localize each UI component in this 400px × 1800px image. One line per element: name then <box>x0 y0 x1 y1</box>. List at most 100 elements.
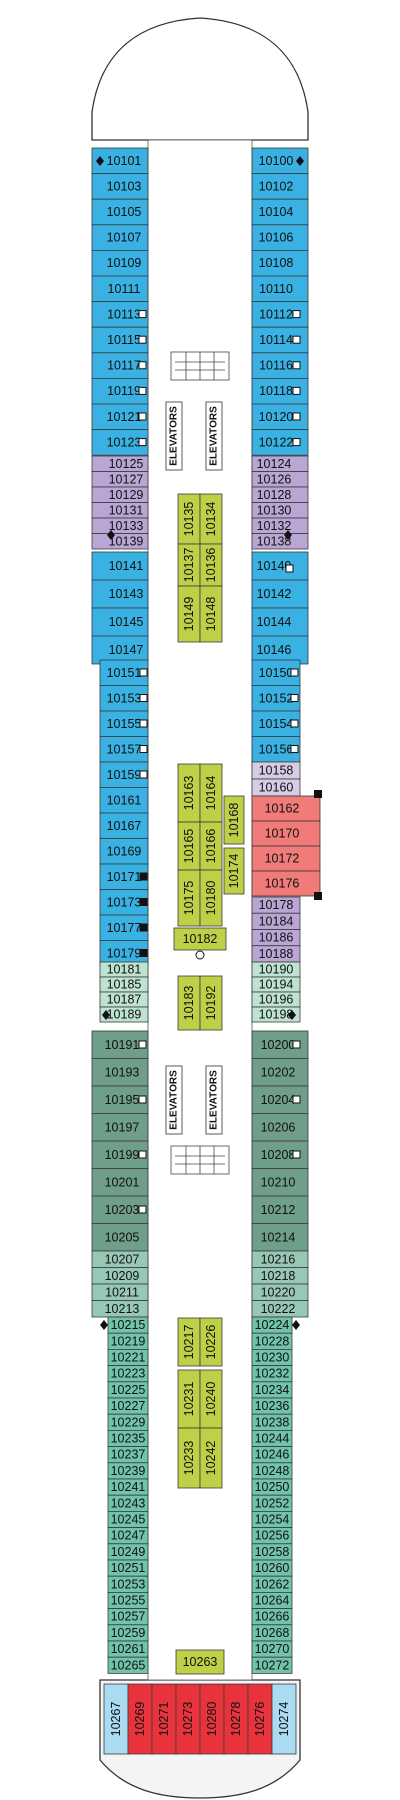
cabin-label-10131: 10131 <box>109 503 144 517</box>
cabin-label-10193: 10193 <box>105 1065 140 1079</box>
cabin-10202[interactable] <box>251 1058 309 1087</box>
cabin-label-10121: 10121 <box>107 410 142 424</box>
cabin-label-10107: 10107 <box>107 231 142 245</box>
cabin-10263[interactable] <box>175 1649 225 1675</box>
cabin-label-10149: 10149 <box>182 597 196 632</box>
cabin-label-10175: 10175 <box>182 881 196 916</box>
cabin-10176[interactable] <box>251 870 321 897</box>
cabin-label-10255: 10255 <box>111 1594 146 1608</box>
cabin-10162[interactable] <box>251 795 321 822</box>
cabin-10198[interactable] <box>251 1006 301 1023</box>
cabin-label-10138: 10138 <box>257 534 292 548</box>
cabin-10278[interactable] <box>223 1683 249 1755</box>
cabin-label-10247: 10247 <box>111 1529 146 1543</box>
cabin-label-10148: 10148 <box>204 597 218 632</box>
cabin-10170[interactable] <box>251 820 321 847</box>
cabin-10276[interactable] <box>247 1683 273 1755</box>
cabin-10271[interactable] <box>151 1683 177 1755</box>
cabin-label-10280: 10280 <box>205 1702 219 1737</box>
marker-10138 <box>284 530 292 540</box>
cabin-label-10111: 10111 <box>108 282 141 296</box>
cabin-label-10133: 10133 <box>109 519 144 533</box>
cabin-10267[interactable] <box>103 1683 129 1755</box>
accessible-marker-10159 <box>139 770 148 779</box>
corner-marker-top <box>314 790 322 798</box>
cabin-label-10234: 10234 <box>255 1383 290 1397</box>
cabin-label-10130: 10130 <box>257 503 292 517</box>
accessible-marker-10113 <box>138 310 147 319</box>
cabin-label-10172: 10172 <box>265 852 300 866</box>
cabin-10108[interactable] <box>251 249 309 277</box>
cabin-label-10260: 10260 <box>255 1561 290 1575</box>
cabin-10195[interactable] <box>91 1085 149 1114</box>
cabin-10242[interactable] <box>199 1427 223 1489</box>
cabin-10146[interactable] <box>251 635 309 665</box>
cabin-10161[interactable] <box>99 787 149 814</box>
accessible-marker-10155 <box>139 719 148 728</box>
cabin-label-10104: 10104 <box>259 205 294 219</box>
cabin-label-10161: 10161 <box>107 793 142 807</box>
cabin-label-10185: 10185 <box>107 978 142 992</box>
cabin-10272[interactable] <box>251 1656 293 1674</box>
cabin-10174[interactable] <box>223 847 245 895</box>
cabin-10167[interactable] <box>99 812 149 839</box>
cabin-label-10254: 10254 <box>255 1513 290 1527</box>
cabin-label-10259: 10259 <box>111 1626 146 1640</box>
cabin-label-10208: 10208 <box>261 1148 296 1162</box>
cabin-label-10196: 10196 <box>259 993 294 1007</box>
cabin-label-10203: 10203 <box>105 1203 140 1217</box>
cabin-label-10206: 10206 <box>261 1120 296 1134</box>
cabin-10111[interactable] <box>91 275 149 303</box>
cabin-10105[interactable] <box>91 198 149 226</box>
cabin-label-10169: 10169 <box>107 844 142 858</box>
stairwell-aft <box>170 1145 230 1175</box>
cabin-10182[interactable] <box>173 927 227 951</box>
cabin-label-10245: 10245 <box>111 1513 146 1527</box>
cabin-10168[interactable] <box>223 795 245 845</box>
cabin-10201[interactable] <box>91 1168 149 1197</box>
cabin-label-10132: 10132 <box>257 519 292 533</box>
cabin-10116[interactable] <box>251 352 309 379</box>
cabin-10107[interactable] <box>91 224 149 251</box>
cabin-label-10120: 10120 <box>259 410 294 424</box>
cabin-10180[interactable] <box>199 869 223 927</box>
cabin-10145[interactable] <box>91 607 149 637</box>
accessible-marker-10119 <box>138 386 147 395</box>
cabin-10104[interactable] <box>251 198 309 226</box>
cabin-10189[interactable] <box>99 1006 149 1023</box>
cabin-10143[interactable] <box>91 579 149 609</box>
cabin-10214[interactable] <box>251 1223 309 1252</box>
cabin-10142[interactable] <box>251 579 309 609</box>
cabin-10147[interactable] <box>91 635 149 665</box>
cabin-10197[interactable] <box>91 1113 149 1142</box>
cabin-label-10178: 10178 <box>259 898 294 912</box>
cabin-label-10136: 10136 <box>204 548 218 583</box>
cabin-10110[interactable] <box>251 275 309 303</box>
cabin-10172[interactable] <box>251 845 321 872</box>
elevators-label: ELEVATORS <box>209 1070 220 1130</box>
cabin-10226[interactable] <box>199 1317 223 1367</box>
accessible-marker-10152 <box>290 694 299 702</box>
cabin-10269[interactable] <box>127 1683 153 1755</box>
cabin-label-10129: 10129 <box>109 488 144 502</box>
cabin-10265[interactable] <box>107 1656 149 1674</box>
cabin-label-10118: 10118 <box>259 384 293 398</box>
cabin-10109[interactable] <box>91 249 149 277</box>
cabin-label-10249: 10249 <box>111 1545 146 1559</box>
cabin-10139[interactable] <box>91 533 149 550</box>
cabin-10103[interactable] <box>91 173 149 200</box>
cabin-10274[interactable] <box>271 1683 297 1755</box>
cabin-10148[interactable] <box>199 585 223 643</box>
cabin-10210[interactable] <box>251 1168 309 1197</box>
cabin-10138[interactable] <box>251 533 309 550</box>
cabin-10141[interactable] <box>91 551 149 581</box>
accessible-marker-10157 <box>139 745 148 753</box>
cabin-10102[interactable] <box>251 173 309 200</box>
cabin-10192[interactable] <box>199 975 223 1031</box>
accessible-marker-10204 <box>292 1095 301 1104</box>
cabin-10206[interactable] <box>251 1113 309 1142</box>
cabin-10273[interactable] <box>175 1683 201 1755</box>
cabin-label-10240: 10240 <box>204 1382 218 1417</box>
cabin-10212[interactable] <box>251 1195 309 1224</box>
